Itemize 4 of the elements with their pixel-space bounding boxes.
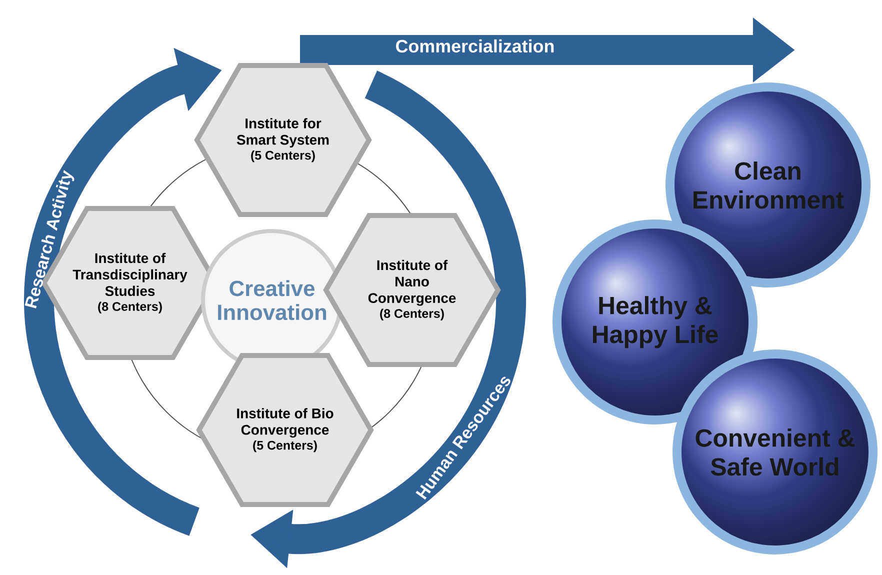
sphere: Convenient & Safe World [672,349,878,554]
sphere: Clean Environment [666,82,870,288]
sphere: Healthy & Happy Life [552,219,758,424]
arrow-label: Commercialization [396,39,554,53]
